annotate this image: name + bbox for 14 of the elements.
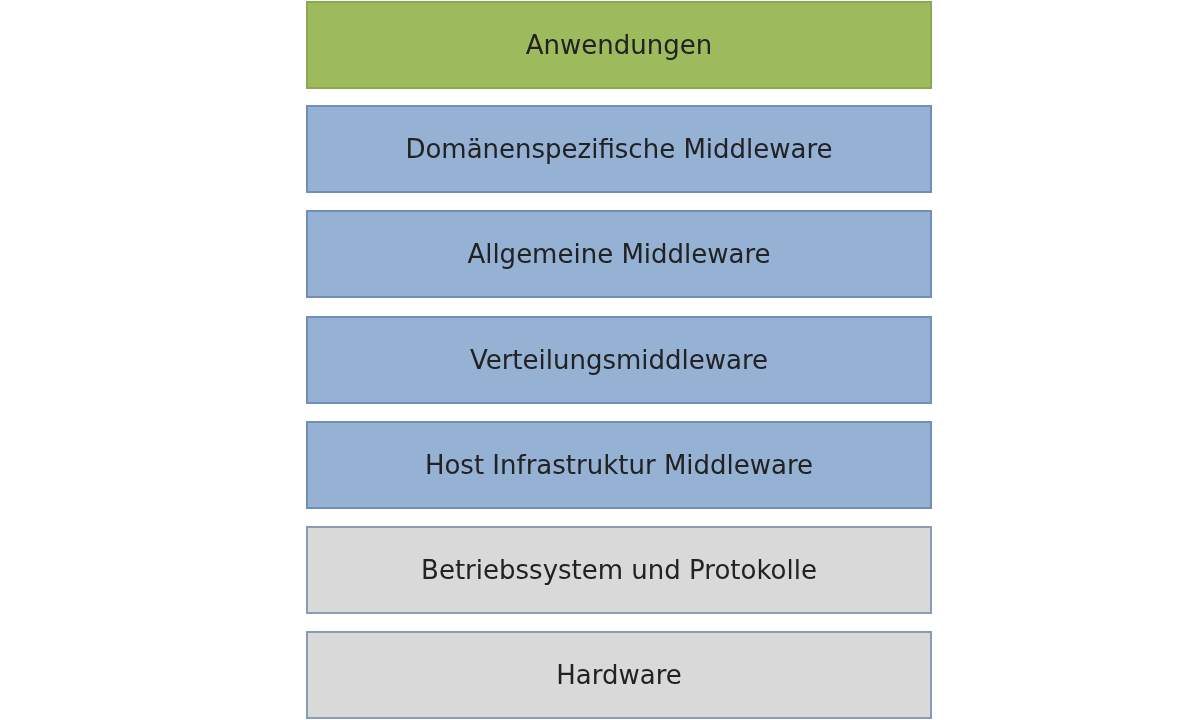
layer-label: Verteilungsmiddleware: [469, 345, 769, 375]
layer-box: [306, 526, 932, 614]
layer-label: Domänenspezifische Middleware: [405, 134, 833, 164]
layer-label: Hardware: [556, 660, 682, 690]
layer-box: [306, 421, 932, 509]
layer-label: Allgemeine Middleware: [467, 239, 771, 269]
layer-label: Host Infrastruktur Middleware: [424, 450, 814, 480]
layer-box: [306, 631, 932, 719]
layer-label: Anwendungen: [525, 30, 713, 60]
layer-box: [306, 316, 932, 404]
layer-label: Betriebssystem und Protokolle: [421, 555, 817, 585]
layer-box: [306, 105, 932, 193]
layer-box: [306, 210, 932, 298]
layer-box: [306, 1, 932, 89]
